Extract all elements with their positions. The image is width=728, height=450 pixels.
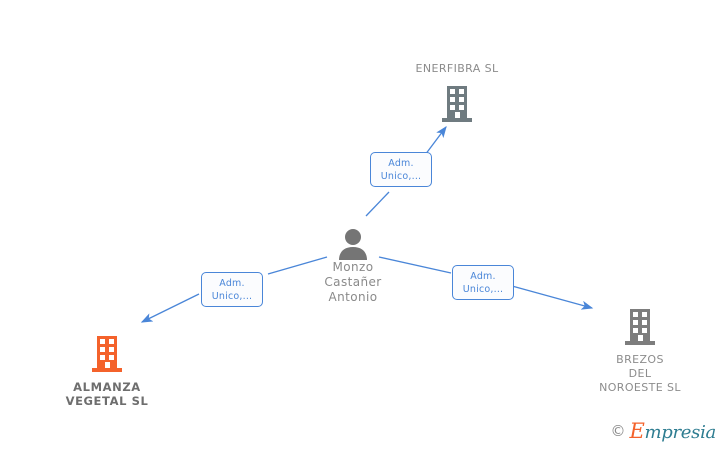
relation-label-enerfibra[interactable]: Adm. Unico,...: [370, 152, 432, 187]
relation-label-line2: Unico,...: [211, 291, 253, 302]
watermark-empresia: © Empresia: [610, 421, 716, 442]
company-node-brezos-del-noroeste[interactable]: BREZOS DEL NOROESTE SL: [565, 307, 715, 395]
brand-initial: E: [629, 419, 645, 443]
relation-label-line2: Unico,...: [380, 171, 422, 182]
relation-label-line2: Unico,...: [462, 284, 504, 295]
person-icon: [336, 228, 370, 260]
edge-person-to-almanza-arrow: [140, 293, 200, 323]
company-label-enerfibra: ENERFIBRA SL: [415, 62, 499, 75]
brand-rest: mpresia: [644, 422, 717, 443]
edge-person-to-enerfibra: [365, 191, 390, 217]
company-label-almanza-vegetal: ALMANZA VEGETAL SL: [65, 380, 149, 408]
edge-person-to-brezos: [378, 256, 452, 274]
relation-label-line1: Adm.: [470, 271, 496, 282]
edge-person-to-enerfibra-arrow: [424, 125, 447, 156]
brand-wordmark: Empresia: [629, 421, 716, 442]
relation-label-line1: Adm.: [388, 158, 414, 169]
building-icon: [90, 334, 124, 374]
building-icon: [623, 307, 657, 347]
relation-label-line1: Adm.: [219, 278, 245, 289]
person-node-center[interactable]: Monzo Castañer Antonio: [278, 228, 428, 305]
copyright-icon: ©: [610, 422, 626, 440]
edge-person-to-brezos-arrow: [511, 285, 594, 310]
company-node-enerfibra[interactable]: ENERFIBRA SL: [382, 62, 532, 124]
edge-person-to-almanza: [267, 256, 328, 275]
relation-label-almanza[interactable]: Adm. Unico,...: [201, 272, 263, 307]
person-label-center: Monzo Castañer Antonio: [324, 260, 382, 304]
company-label-brezos-del-noroeste: BREZOS DEL NOROESTE SL: [599, 353, 681, 394]
building-icon: [440, 76, 474, 124]
relation-label-brezos[interactable]: Adm. Unico,...: [452, 265, 514, 300]
company-node-almanza-vegetal[interactable]: ALMANZA VEGETAL SL: [32, 334, 182, 408]
